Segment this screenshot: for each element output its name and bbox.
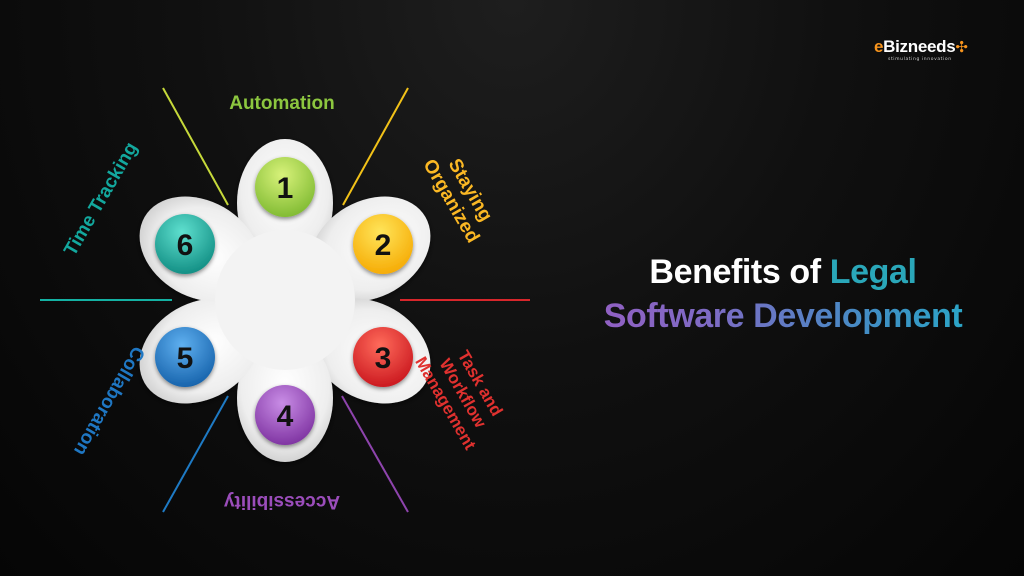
benefit-number-5: 5 xyxy=(155,327,215,387)
benefit-number-1: 1 xyxy=(255,157,315,217)
label-time-tracking-text: Time Tracking xyxy=(60,139,142,260)
divider-line xyxy=(162,395,229,513)
logo-mark-icon: ✣ xyxy=(955,39,968,56)
label-collaboration: Collaboration xyxy=(69,342,148,459)
divider-line xyxy=(162,87,229,206)
divider-line xyxy=(341,395,409,513)
logo-name: Bizneeds xyxy=(883,37,956,56)
label-automation: Automation xyxy=(229,93,335,114)
label-time-tracking: Time Tracking xyxy=(60,139,142,260)
number-1: 1 xyxy=(277,172,294,205)
title-line-2: Software Development xyxy=(548,294,1018,338)
label-accessibility: Accessibility xyxy=(223,491,340,512)
title-line-1-prefix: Benefits of xyxy=(649,253,830,291)
number-2: 2 xyxy=(375,229,392,262)
title-line-1: Benefits of Legal xyxy=(548,250,1018,294)
number-6: 6 xyxy=(177,229,194,262)
label-staying-organized: Staying Organized xyxy=(419,155,497,246)
label-collaboration-text: Collaboration xyxy=(69,342,148,459)
label-accessibility-text: Accessibility xyxy=(223,491,340,512)
divider-line xyxy=(342,87,409,206)
number-5: 5 xyxy=(177,342,194,375)
benefit-number-4: 4 xyxy=(255,385,315,445)
logo-wordmark: eBizneeds✣ xyxy=(874,38,974,57)
benefit-number-6: 6 xyxy=(155,214,215,274)
benefit-number-3: 3 xyxy=(353,327,413,387)
ebizneeds-logo: eBizneeds✣ stimulating innovation xyxy=(874,38,974,63)
logo-e: e xyxy=(874,37,884,56)
number-3: 3 xyxy=(375,342,392,375)
number-4: 4 xyxy=(277,400,294,433)
title-line-1-accent: Legal xyxy=(829,253,917,291)
benefit-number-2: 2 xyxy=(353,214,413,274)
page-title: Benefits of Legal Software Development xyxy=(548,250,1018,338)
logo-tagline: stimulating innovation xyxy=(888,57,952,62)
